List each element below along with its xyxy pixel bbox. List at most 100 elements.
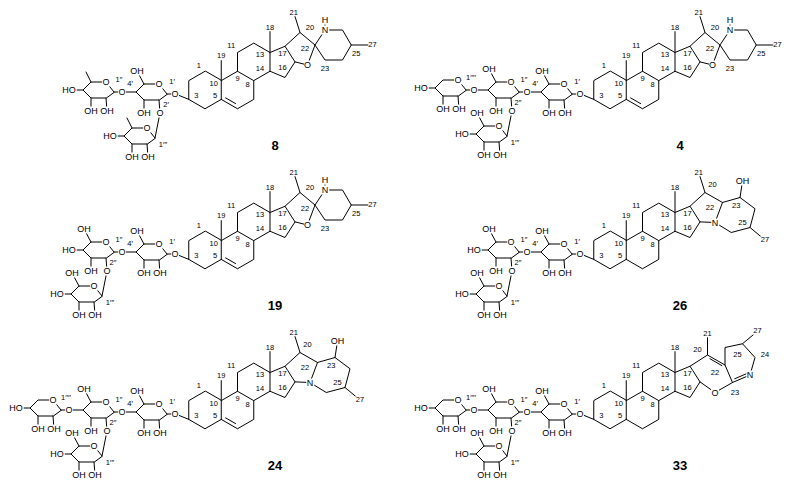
locant-number: 22 [300,45,309,53]
atom-label: OH [542,269,557,278]
locant-number: 1′ [574,398,581,406]
locant-number: 11 [227,43,236,51]
locant-number: 9 [640,75,645,83]
locant-number: 4′ [127,400,134,408]
locant-number: 17 [278,370,287,378]
atom-label: O [118,88,126,97]
bond [127,118,132,128]
bond [580,348,700,429]
locant-number: 20 [303,341,312,349]
locant-number: 25 [757,50,766,58]
locant-number: 24 [760,351,769,359]
locant-number: 4′ [127,240,134,248]
compound-number: 19 [267,299,282,312]
locant-number: 1 [196,63,201,71]
locant-number: 10 [209,80,218,88]
locant-number: 21 [703,330,712,338]
atom-label: O [65,406,73,415]
locant-number: 1′ [169,78,176,86]
locant-number: 14 [660,225,669,233]
locant-number: 22 [705,45,714,53]
locant-number: 17 [683,50,692,58]
atom-label: O [143,124,151,133]
locant-number: 1′′′ [510,459,519,467]
locant-number: 5 [212,253,217,261]
locant-number: 10 [209,400,218,408]
atom-label: O [118,408,126,417]
atom-label: OH [125,153,140,162]
atom-label: OH [535,227,550,236]
locant-number: 18 [265,184,274,192]
locant-number: 14 [255,225,264,233]
bond [285,333,360,401]
atom-label: O [495,122,503,131]
locant-number: 13 [255,371,264,379]
atom-label: O [155,80,163,89]
locant-number: 1 [601,63,606,71]
atom-label: OH [436,105,451,114]
atom-label: OH [735,177,750,186]
locant-number: 2′′ [514,99,522,107]
locant-number: 11 [632,203,641,211]
atom-label: O [711,388,719,397]
atom-label: N [746,371,754,380]
locant-number: 22 [300,364,309,372]
locant-number: 3 [194,253,199,261]
atom-label: O [171,249,179,258]
atom-label: O [495,282,503,291]
locant-number: 14 [660,65,669,73]
atom-label: OH [137,269,152,278]
locant-number: 20 [708,181,717,189]
locant-number: 27 [773,41,782,49]
locant-number: 8 [650,401,655,409]
locant-number: 1′′′′ [61,394,72,402]
atom-label: O [102,78,110,87]
bond [175,348,295,429]
atom-label: OH [470,109,485,118]
atom-label: OH [558,109,573,118]
atom-label: OH [100,107,115,116]
atom-label: OH [493,151,508,160]
atom-label: OH [31,425,46,434]
atom-label: OH [72,311,87,320]
atom-label: OH [65,269,80,278]
atom-label: OH [84,107,99,116]
bond [175,188,295,269]
atom-label: O [156,109,164,118]
sugar-ring [114,231,175,273]
locant-number: 14 [660,385,669,393]
atom-label: OH [477,471,492,480]
locant-number: 5 [617,413,622,421]
bond [580,28,700,109]
locant-number: 20 [305,184,314,192]
bond [580,188,700,269]
atom-label: O [508,427,516,436]
locant-number: 14 [255,385,264,393]
locant-number: 3 [194,413,199,421]
locant-number: 1 [601,383,606,391]
atom-label: O [508,267,516,276]
locant-number: 1′ [169,238,176,246]
locant-number: 19 [217,53,226,61]
atom-label: O [102,398,110,407]
locant-number: 20 [693,346,702,354]
atom-label: OH [470,429,485,438]
atom-label: HO [455,450,470,459]
locant-number: 23 [732,203,741,211]
atom-label: O [171,409,179,418]
locant-number: 8 [245,81,250,89]
atom-label: O [560,400,568,409]
atom-label: O [470,406,478,415]
atom-label: O [470,86,478,95]
locant-number: 3 [599,253,604,261]
atom-label: N [306,378,314,387]
atom-label: OH [88,471,103,480]
locant-number: 18 [265,344,274,352]
locant-number: 1′′ [115,396,123,404]
locant-number: 5 [212,413,217,421]
locant-number: 4′ [532,80,539,88]
compound-number: 33 [672,459,687,472]
locant-number: 3 [194,93,199,101]
locant-number: 10 [614,400,623,408]
